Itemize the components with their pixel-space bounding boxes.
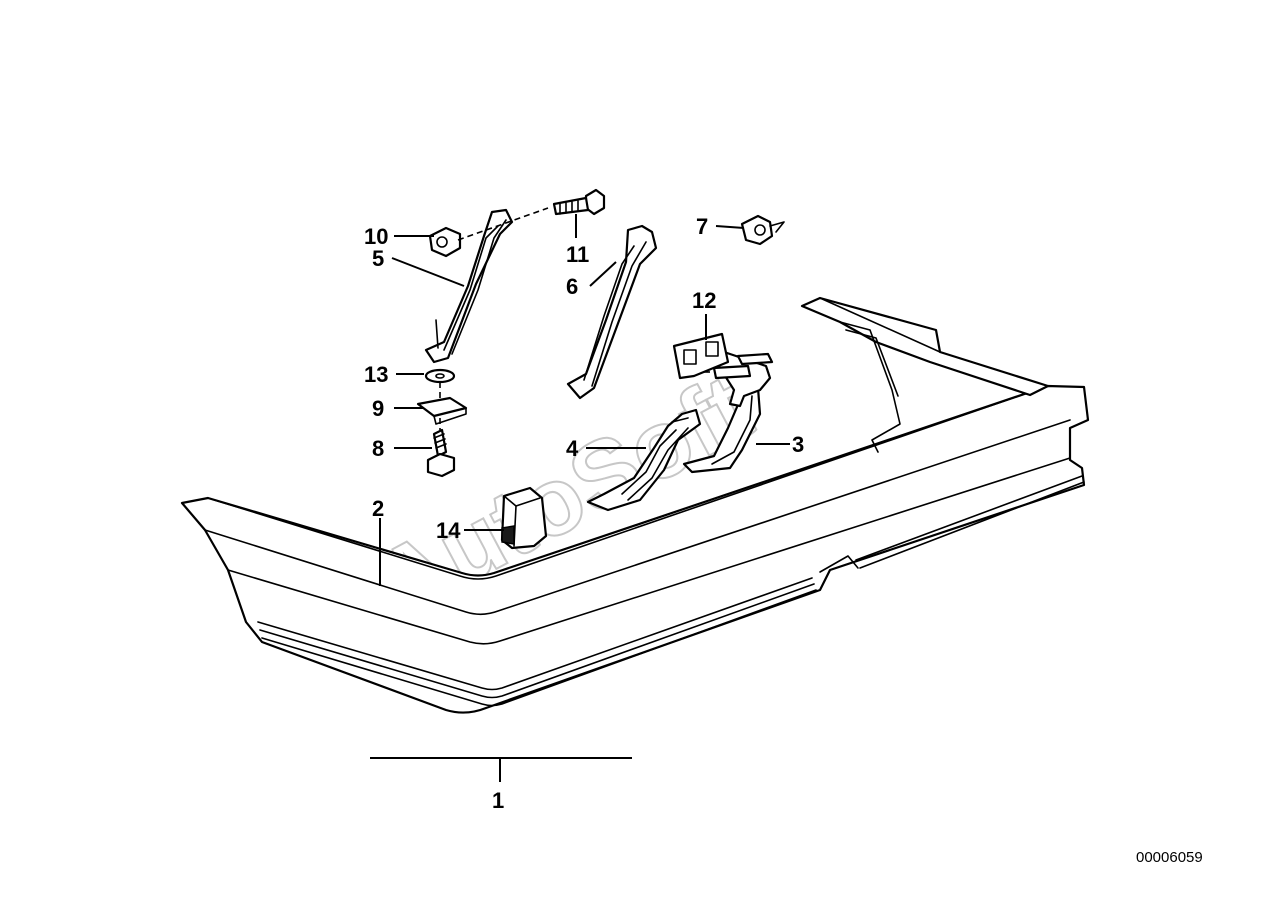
- callout-8: 8: [372, 436, 384, 461]
- washer-13: [424, 368, 456, 384]
- callout-6: 6: [566, 274, 578, 299]
- callout-13: 13: [364, 362, 388, 387]
- bumper: [180, 296, 1090, 714]
- plate-12: [672, 332, 774, 380]
- callout-14: 14: [436, 518, 461, 543]
- callout-1: 1: [492, 788, 504, 813]
- bracket-4: [586, 408, 702, 512]
- callout-4: 4: [566, 436, 579, 461]
- callout-2: 2: [372, 496, 384, 521]
- callout-10: 10: [364, 224, 388, 249]
- bolt-11: [552, 188, 606, 216]
- callout-5: 5: [372, 246, 384, 271]
- callout-3: 3: [792, 432, 804, 457]
- callout-7: 7: [696, 214, 708, 239]
- screw-8: [426, 428, 456, 478]
- callout-12: 12: [692, 288, 716, 313]
- bracket-left-5: [424, 208, 514, 364]
- clip-7: [740, 214, 785, 246]
- catalog-number: 00006059: [1136, 849, 1203, 866]
- callout-11: 11: [566, 242, 589, 267]
- nut-10: [428, 226, 462, 258]
- callout-9: 9: [372, 396, 384, 421]
- buffer-14: [500, 486, 548, 550]
- speed-nut-9: [416, 396, 468, 425]
- bracket-middle-6: [566, 224, 658, 400]
